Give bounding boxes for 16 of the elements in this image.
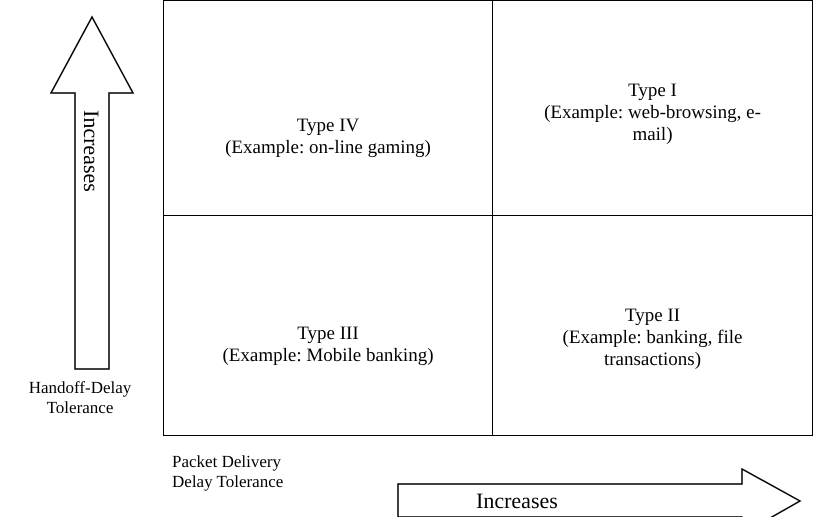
arrow-label: Increases bbox=[79, 110, 103, 192]
quadrant-cell bbox=[492, 0, 813, 216]
quadrant-cell bbox=[492, 215, 813, 436]
quadrant-example: (Example: web-browsing, e-mail) bbox=[543, 102, 762, 146]
quadrant-title: Type II bbox=[624, 304, 680, 326]
quadrant-title: Type III bbox=[297, 322, 359, 344]
axis-label: Packet Delivery Delay Tolerance bbox=[172, 452, 284, 492]
quadrant-example: (Example: Mobile banking) bbox=[222, 344, 434, 366]
quadrant-example: (Example: banking, file transactions) bbox=[562, 326, 744, 370]
quadrant-cell bbox=[163, 215, 493, 436]
quadrant-cell bbox=[163, 0, 493, 216]
quadrant-title: Type I bbox=[628, 80, 677, 102]
quadrant-title: Type IV bbox=[296, 115, 360, 137]
quadrant-example: (Example: on-line gaming) bbox=[225, 137, 431, 159]
axis-label: Handoff-Delay Tolerance bbox=[28, 378, 132, 418]
arrow-label: Increases bbox=[476, 489, 558, 513]
